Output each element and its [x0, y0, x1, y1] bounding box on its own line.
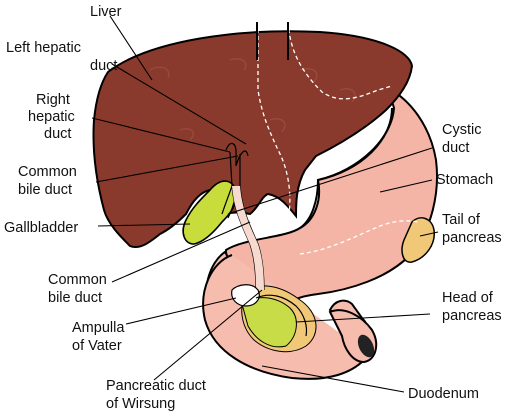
- ampulla-shape: [231, 284, 260, 307]
- label-ampulla-line1: Ampulla: [72, 320, 125, 336]
- liver-shape: [92, 30, 414, 248]
- label-tail-of-pancreas: Tail of pancreas: [442, 212, 502, 246]
- label-cbd-upper-line1: Common: [18, 164, 77, 180]
- label-right-hepatic-duct: Right hepatic duct: [28, 92, 79, 142]
- label-common-bile-duct-lower: Common bile duct: [48, 272, 111, 306]
- label-gallbladder: Gallbladder: [4, 220, 78, 236]
- label-pancreatic-duct-line1: Pancreatic duct: [106, 378, 206, 394]
- label-left-hepatic-line2: duct: [90, 58, 117, 74]
- label-right-hepatic-line3: duct: [44, 126, 71, 142]
- label-left-hepatic-line1: Left hepatic: [6, 40, 81, 56]
- dashed-outlines: [257, 21, 419, 255]
- label-cbd-lower-line1: Common: [48, 272, 107, 288]
- label-right-hepatic-line1: Right: [36, 92, 70, 108]
- label-head-line2: pancreas: [442, 308, 502, 324]
- label-cystic-duct: Cystic duct: [442, 122, 486, 156]
- duodenum-lumen: [357, 334, 375, 358]
- leader-lines: [91, 15, 439, 393]
- stomach-fundus: [299, 107, 393, 229]
- label-tail-line2: pancreas: [442, 230, 502, 246]
- label-ampulla-line2: of Vater: [72, 338, 122, 354]
- common-bile-duct-fill: [232, 186, 264, 290]
- label-stomach: Stomach: [436, 172, 493, 188]
- label-left-hepatic-duct: Left hepatic duct: [6, 40, 117, 74]
- label-head-line1: Head of: [442, 290, 494, 306]
- pancreas-head-green: [241, 297, 297, 348]
- label-duodenum: Duodenum: [408, 386, 479, 402]
- label-cystic-line2: duct: [442, 140, 469, 156]
- label-pancreatic-duct: Pancreatic duct of Wirsung: [106, 378, 210, 412]
- label-common-bile-duct-upper: Common bile duct: [18, 164, 81, 198]
- pancreas-tail: [401, 217, 435, 263]
- label-right-hepatic-line2: hepatic: [28, 109, 75, 125]
- label-head-of-pancreas: Head of pancreas: [442, 290, 502, 324]
- label-cbd-upper-line2: bile duct: [18, 182, 72, 198]
- label-pancreatic-duct-line2: of Wirsung: [106, 396, 175, 412]
- label-cystic-line1: Cystic: [442, 122, 481, 138]
- label-tail-line1: Tail of: [442, 212, 481, 228]
- label-liver: Liver: [90, 4, 122, 20]
- pancreatic-duct: [255, 294, 308, 337]
- label-cbd-lower-line2: bile duct: [48, 290, 102, 306]
- label-ampulla-of-vater: Ampulla of Vater: [72, 320, 128, 354]
- liver-texture: [149, 58, 356, 141]
